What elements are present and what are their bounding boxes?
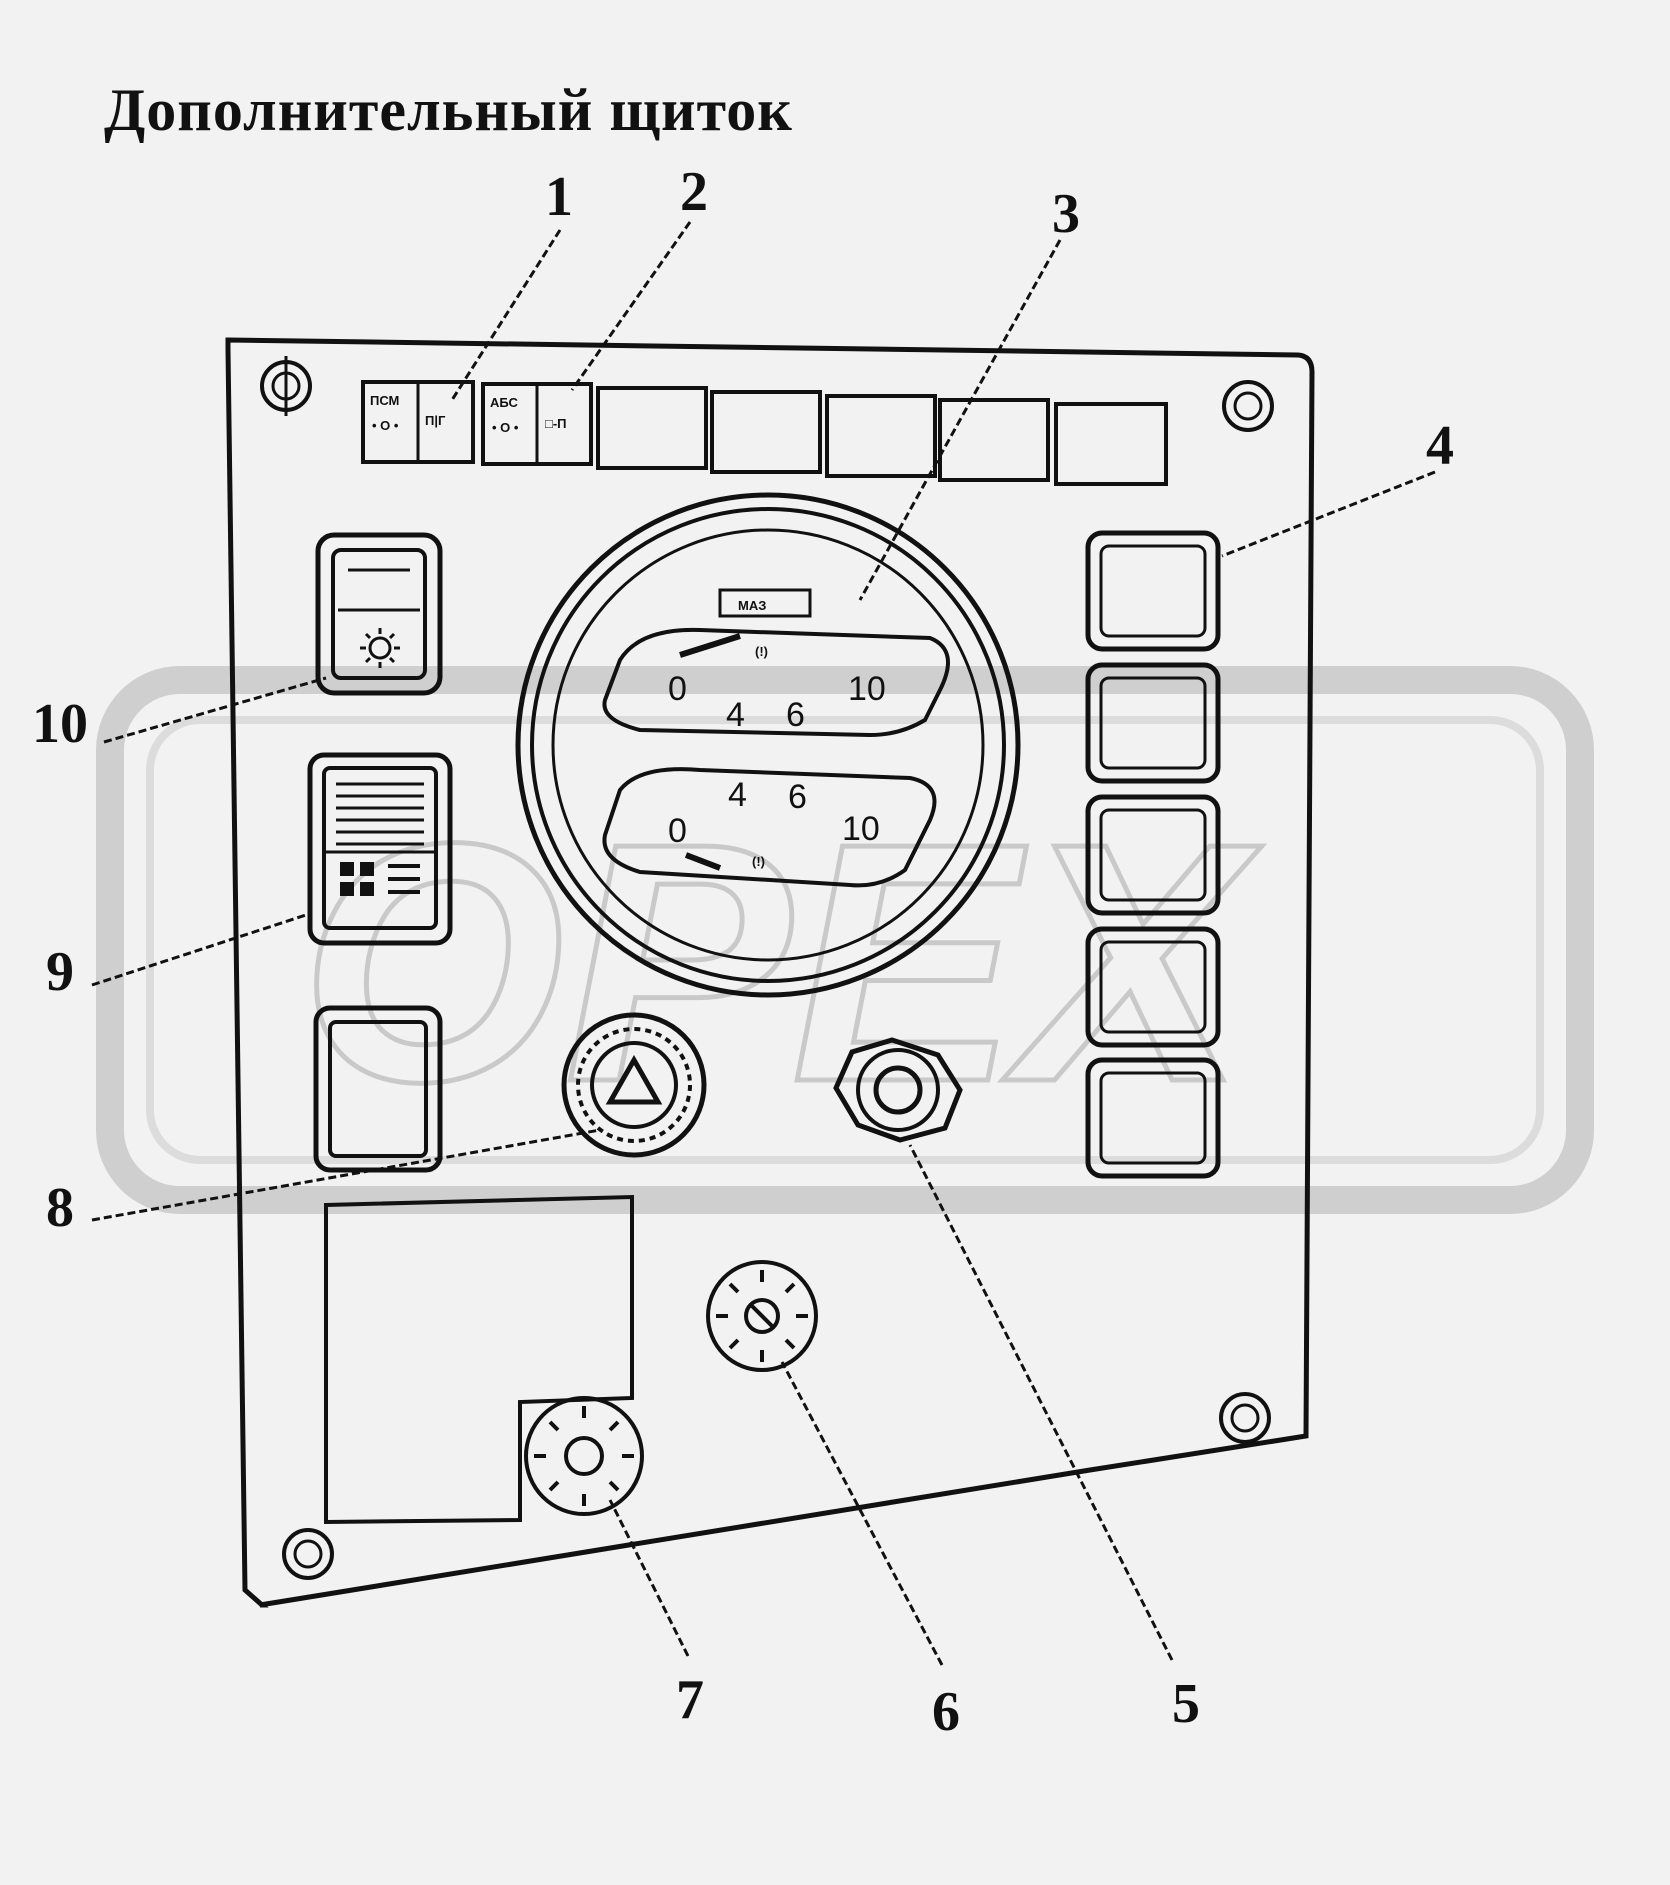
svg-text:АБС: АБС: [490, 395, 519, 410]
callout-4: 4: [1426, 415, 1454, 477]
callout-labels: 1 2 3 4 5 6 7 8 9 10: [32, 161, 1454, 1743]
rotary-knob-7[interactable]: [524, 1396, 644, 1516]
indicator-lamp-row: ПСМ • О • П|Г АБС • О • □-П: [361, 380, 1168, 486]
lower-scale-min: 0: [668, 812, 687, 850]
screw-bottom-right: [1219, 1392, 1271, 1444]
watermark-text: OPEX: [300, 773, 1262, 1153]
gauge-brand: МАЗ: [718, 588, 812, 618]
leader-lines: [91, 221, 1436, 1666]
hazard-triangle-icon: [605, 1054, 663, 1105]
lower-brake-symbol: (!): [752, 854, 765, 869]
screw-bottom-left: [282, 1528, 334, 1580]
upper-brake-symbol: (!): [755, 644, 768, 659]
callout-1: 1: [545, 166, 573, 228]
right-switch-2[interactable]: [1085, 662, 1221, 784]
rotary-knob-6[interactable]: [706, 1260, 818, 1372]
lower-dial-window: [602, 767, 937, 888]
upper-scale-tick-6: 6: [786, 696, 805, 734]
right-switch-5[interactable]: [1085, 1057, 1221, 1179]
svg-text:П|Г: П|Г: [425, 413, 446, 428]
switch-10-lighting[interactable]: [315, 532, 443, 696]
callout-2: 2: [680, 161, 708, 223]
light-sun-icon: [360, 628, 400, 668]
svg-text:ПСМ: ПСМ: [370, 393, 399, 408]
upper-scale-tick-4: 4: [726, 696, 745, 734]
svg-text:• О •: • О •: [372, 418, 399, 433]
right-switch-3[interactable]: [1085, 794, 1221, 916]
right-switch-column: [1085, 530, 1221, 1179]
screw-top-right: [1222, 380, 1274, 432]
cover-plate: [324, 1194, 634, 1525]
lower-scale-max: 10: [842, 810, 880, 848]
right-switch-4[interactable]: [1085, 926, 1221, 1048]
svg-text:• О •: • О •: [492, 420, 519, 435]
upper-dial-window: [602, 627, 950, 738]
fan-icon: [340, 862, 420, 896]
gauge-brand-text: МАЗ: [738, 598, 766, 613]
dual-pressure-gauge: МАЗ 0 4 6 10 (!) 4 6 0 10 (!): [515, 492, 1021, 998]
hazard-warning-button[interactable]: [561, 1012, 707, 1158]
switch-9-fan[interactable]: [307, 752, 453, 946]
callout-9: 9: [46, 941, 74, 1003]
upper-scale-min: 0: [668, 670, 687, 708]
lower-scale-tick-6: 6: [788, 778, 807, 816]
callout-10: 10: [32, 693, 88, 755]
push-button-5[interactable]: [833, 1037, 963, 1143]
callout-6: 6: [932, 1681, 960, 1743]
right-switch-1[interactable]: [1085, 530, 1221, 652]
svg-text:□-П: □-П: [545, 416, 567, 431]
panel-outline: [225, 337, 1315, 1608]
screw-top-left: [260, 356, 312, 416]
callout-5: 5: [1172, 1673, 1200, 1735]
diagram-title: Дополнительный щиток: [104, 77, 793, 143]
watermark: OPEX: [96, 666, 1594, 1214]
callout-3: 3: [1052, 183, 1080, 245]
callout-7: 7: [676, 1669, 704, 1731]
upper-scale-max: 10: [848, 670, 886, 708]
lower-scale-tick-4: 4: [728, 776, 747, 814]
callout-8: 8: [46, 1177, 74, 1239]
